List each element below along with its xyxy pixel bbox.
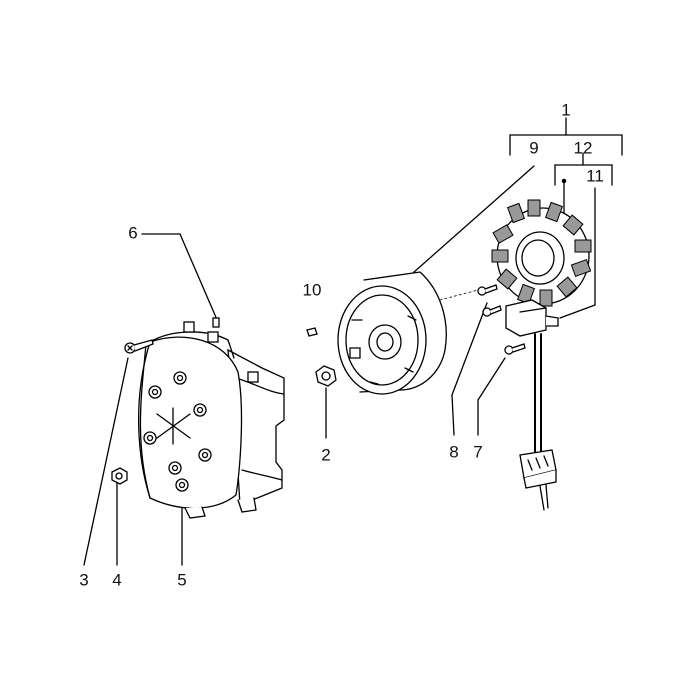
callout-10: 10 [302,280,322,300]
pickup-sensor-harness [505,299,559,511]
key-part-10 [306,327,318,337]
callout-7: 7 [473,442,483,462]
callout-2: 2 [321,445,331,465]
callout-11: 11 [586,166,604,186]
leader-lines [83,117,623,566]
nut-part-2 [315,365,337,387]
screws-part-8 [477,284,502,317]
callout-9: 9 [529,138,539,158]
nut-part-4 [111,467,128,485]
callout-3: 3 [79,570,89,590]
cover-housing [137,317,285,519]
callout-5: 5 [177,570,187,590]
callout-4: 4 [112,570,122,590]
callout-1: 1 [561,100,571,120]
callout-8: 8 [449,442,459,462]
screw-part-3 [124,339,154,354]
cover-bolt-heads [143,371,212,492]
callout-12: 12 [573,138,593,158]
callout-6: 6 [128,223,138,243]
flywheel-rotor [337,271,479,395]
screw-part-7 [504,343,526,355]
stator-coil [491,199,592,307]
